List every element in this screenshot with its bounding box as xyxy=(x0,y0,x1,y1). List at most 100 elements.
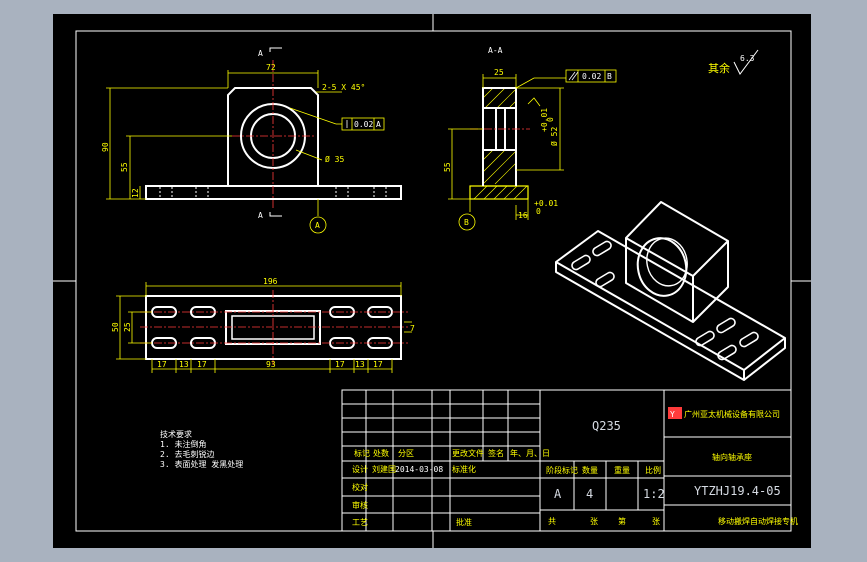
front-tolerance-datum: A xyxy=(376,120,381,129)
info-scale: 比例 xyxy=(645,465,661,475)
front-dim-bore: Ø 35 xyxy=(325,154,344,164)
hdr-sign: 签名 xyxy=(488,448,504,458)
approve: 批准 xyxy=(456,517,472,527)
standardization: 标准化 xyxy=(452,464,476,474)
top-view: 196 50 25 7 17 13 17 93 17 13 17 xyxy=(111,277,415,373)
sheet-total: 共 xyxy=(548,517,556,526)
top-dimension-lines xyxy=(116,282,412,373)
top-dim-length: 196 xyxy=(263,277,278,286)
title-header-row: 标记 处数 分区 更改文件 签名 年、月、日 xyxy=(354,448,550,458)
section-view-title: A-A xyxy=(488,46,503,55)
note-line-1: 技术要求 xyxy=(160,429,192,439)
top-centerlines xyxy=(140,290,408,365)
top-bottom-dims: 17 13 17 93 17 13 17 xyxy=(157,360,383,369)
value-stage: A xyxy=(554,487,562,501)
role-design: 设计 xyxy=(352,464,368,474)
company-logo: Y xyxy=(668,407,682,419)
hdr-date: 年、月、日 xyxy=(510,448,550,458)
front-dim-center: 55 xyxy=(120,162,129,172)
sheet-unit-1: 张 xyxy=(590,517,598,526)
datum-a-marker: A xyxy=(309,199,327,234)
bottom-dim-7: 17 xyxy=(373,360,383,369)
hdr-mark: 标记 xyxy=(354,448,370,458)
drawing-number: YTZHJ19.4-05 xyxy=(694,484,781,498)
top-outline xyxy=(145,295,402,360)
front-dim-width: 72 xyxy=(266,63,276,72)
bottom-dim-6: 13 xyxy=(355,360,365,369)
cut-label-top: A xyxy=(258,49,263,58)
technical-notes: 技术要求 1. 未注倒角 2. 去毛刺锐边 3. 表面处理 发黑处理 xyxy=(160,429,243,469)
note-line-3: 2. 去毛刺锐边 xyxy=(160,449,214,459)
title-block: 标记 处数 分区 更改文件 签名 年、月、日 设计 刘建国 2014-03-08… xyxy=(341,389,798,532)
front-tolerance-value: 0.02 xyxy=(354,120,373,129)
title-info-headers: 阶段标记 数量 重量 比例 xyxy=(546,465,661,475)
hdr-zone: 分区 xyxy=(398,449,414,458)
bottom-dim-2: 13 xyxy=(179,360,189,369)
material: Q235 xyxy=(592,419,621,433)
front-centerlines xyxy=(232,60,314,210)
bottom-dim-5: 17 xyxy=(335,360,345,369)
bottom-dim-3: 17 xyxy=(197,360,207,369)
front-tolerance-frame: 0.02 A xyxy=(341,117,385,131)
bottom-dim-4: 93 xyxy=(266,360,276,369)
value-qty: 4 xyxy=(586,487,593,501)
section-dim-tol-plus: +0.01 xyxy=(540,108,549,132)
hdr-count: 处数 xyxy=(373,448,389,458)
side-tolerance-value: 0.02 xyxy=(582,72,601,81)
top-dim-inner: 25 xyxy=(123,322,132,332)
section-dim-tol-zero: 0 xyxy=(546,117,555,122)
info-stage: 阶段标记 xyxy=(546,465,578,475)
note-line-4: 3. 表面处理 发黑处理 xyxy=(160,459,243,469)
note-line-2: 1. 未注倒角 xyxy=(160,439,206,449)
section-dim-width: 25 xyxy=(494,68,504,77)
roughness-note: 其余 6.3 xyxy=(708,49,759,75)
side-tolerance-frame: 0.02 B xyxy=(565,69,617,83)
company-name: 广州亚太机械设备有限公司 xyxy=(684,409,780,419)
title-role-rows: 设计 刘建国 2014-03-08 标准化 校对 审核 工艺 批准 xyxy=(352,464,476,527)
front-view: A A 72 2-5 X 45° 90 5 xyxy=(101,47,402,234)
section-hatching xyxy=(473,87,528,200)
datum-a-label: A xyxy=(315,221,320,230)
datum-b-marker: B xyxy=(458,199,476,231)
svg-text:Y: Y xyxy=(670,410,675,419)
design-date: 2014-03-08 xyxy=(395,465,443,474)
side-tolerance-datum: B xyxy=(607,72,612,81)
roughness-label: 其余 xyxy=(708,61,730,75)
section-dim-base: 16 xyxy=(518,211,528,220)
designer-name: 刘建国 xyxy=(372,464,396,474)
role-process: 工艺 xyxy=(352,518,368,527)
isometric-view xyxy=(555,201,786,381)
section-dim-center: 55 xyxy=(443,162,452,172)
section-dimension-lines xyxy=(448,74,566,220)
section-view: A-A 25 55 Ø 52 +0.01 xyxy=(443,46,617,231)
section-dim-bore: Ø 52 xyxy=(549,127,559,146)
hdr-file: 更改文件 xyxy=(452,448,484,458)
sheet-unit-2: 张 xyxy=(652,517,660,526)
front-base-outline xyxy=(145,185,402,200)
section-dim-base-zero: 0 xyxy=(536,207,541,216)
title-info-values: A 4 1:2 xyxy=(554,487,665,501)
front-dim-chamfer: 2-5 X 45° xyxy=(322,83,365,92)
cut-label-bottom: A xyxy=(258,211,263,220)
roughness-value: 6.3 xyxy=(740,54,755,63)
section-dim-base-plus: +0.01 xyxy=(534,199,558,208)
role-check: 校对 xyxy=(352,482,368,492)
sheet-no: 第 xyxy=(618,516,626,526)
frame-ticks xyxy=(53,14,811,548)
top-dim-slot: 7 xyxy=(410,324,415,333)
front-dimension-lines xyxy=(106,70,342,200)
role-review: 审核 xyxy=(352,500,368,510)
title-sheet-labels: 共 张 第 张 xyxy=(548,516,660,526)
front-base-holes xyxy=(159,187,387,198)
front-dim-height: 90 xyxy=(101,142,110,152)
datum-b-label: B xyxy=(464,218,469,227)
bottom-dim-1: 17 xyxy=(157,360,167,369)
front-dim-base: 12 xyxy=(131,188,140,198)
value-scale: 1:2 xyxy=(643,487,665,501)
top-dim-width: 50 xyxy=(111,322,120,332)
part-name: 轴向轴承座 xyxy=(712,452,752,462)
info-weight: 重量 xyxy=(614,465,630,475)
info-qty: 数量 xyxy=(582,465,598,475)
machine-name: 移动搬焊自动焊接专机 xyxy=(718,516,798,526)
